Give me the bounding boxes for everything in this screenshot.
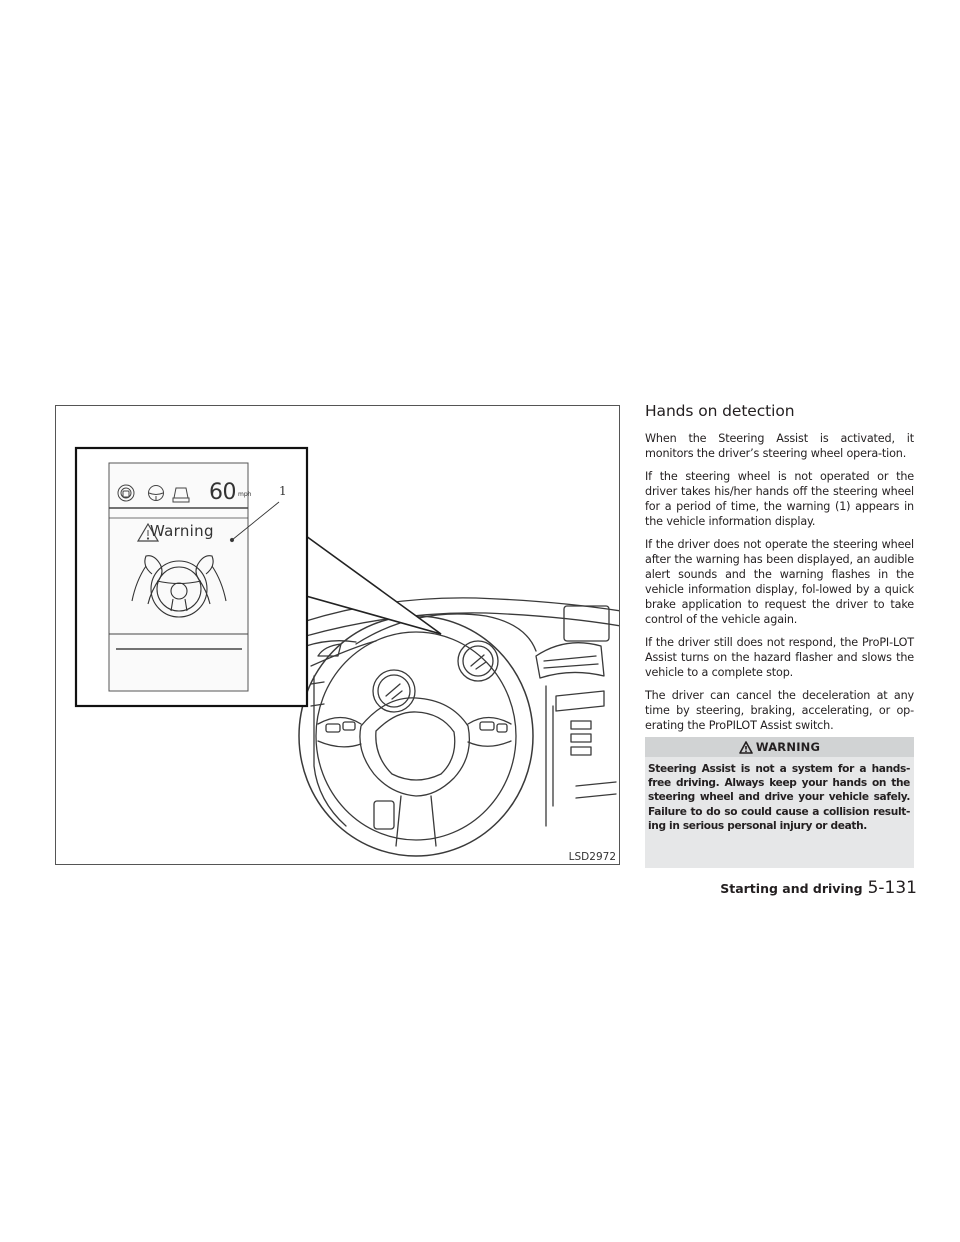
warning-triangle-icon	[739, 740, 753, 754]
steering-wheel-illustration	[74, 446, 619, 857]
lead-vehicle-icon	[172, 487, 190, 503]
paragraph-1: When the Steering Assist is activated, i…	[645, 432, 914, 460]
display-speed: 60	[209, 480, 237, 505]
paragraph-5: The driver can cancel the deceleration a…	[645, 689, 914, 732]
warning-triangle-icon	[136, 522, 160, 542]
page-footer: Starting and driving 5-131	[720, 878, 917, 898]
warning-body: Steering Assist is not a system for a ha…	[648, 763, 910, 832]
warning-heading: WARNING	[755, 740, 821, 754]
warning-header: WARNING	[645, 737, 914, 757]
display-warning-text: Warning	[150, 522, 214, 540]
paragraph-3: If the driver does not operate the steer…	[645, 538, 914, 626]
illustration-figure: LSD2972	[55, 405, 620, 865]
text-column: Hands on detection When the Steering Ass…	[645, 400, 914, 741]
warning-box: WARNING Steering Assist is not a system …	[645, 737, 914, 868]
callout-number: 1	[279, 484, 287, 498]
page-number: 5-131	[867, 878, 917, 898]
footer-section-name: Starting and driving	[720, 881, 863, 896]
paragraph-2: If the steering wheel is not operated or…	[645, 470, 914, 528]
steering-assist-icon	[117, 484, 135, 502]
figure-code: LSD2972	[568, 851, 616, 863]
steering-wheel-icon	[148, 485, 164, 501]
hands-on-wheel-icon	[131, 555, 227, 618]
paragraph-4: If the driver still does not respond, th…	[645, 636, 914, 679]
display-speed-unit: mph	[238, 491, 252, 498]
section-title: Hands on detection	[645, 402, 795, 420]
